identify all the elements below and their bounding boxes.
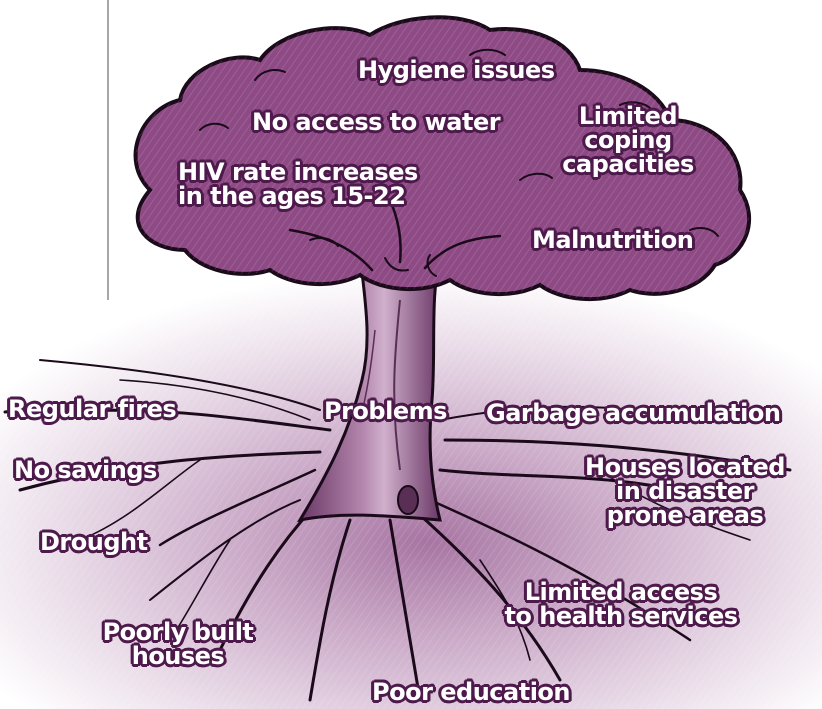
disaster-line-2: in disaster	[570, 479, 800, 503]
health-line-1: Limited access	[486, 580, 756, 604]
coping-line-3: capacities	[548, 152, 708, 176]
disaster-line-1: Houses located	[570, 455, 800, 479]
canopy-label-water: No access to water	[252, 110, 500, 134]
root-label-garbage: Garbage accumulation	[486, 401, 780, 425]
root-label-drought: Drought	[40, 530, 148, 554]
health-line-2: to health services	[486, 604, 756, 628]
root-label-education: Poor education	[372, 680, 570, 704]
canopy-label-hiv: HIV rate increases in the ages 15-22	[178, 160, 418, 208]
root-label-health: Limited access to health services	[486, 580, 756, 628]
coping-line-1: Limited	[548, 104, 708, 128]
disaster-line-3: prone areas	[570, 503, 800, 527]
canopy-label-malnutrition: Malnutrition	[532, 228, 693, 252]
root-label-fires: Regular fires	[8, 397, 176, 421]
poorly-line-2: houses	[88, 644, 268, 668]
root-label-disaster: Houses located in disaster prone areas	[570, 455, 800, 527]
canopy-label-hygiene: Hygiene issues	[358, 58, 555, 82]
trunk-label-problems: Problems	[324, 399, 447, 423]
hiv-line-1: HIV rate increases	[178, 160, 418, 184]
poorly-line-1: Poorly built	[88, 620, 268, 644]
root-label-savings: No savings	[14, 458, 157, 482]
hiv-line-2: in the ages 15-22	[178, 184, 418, 208]
root-label-poorly-built: Poorly built houses	[88, 620, 268, 668]
canopy-label-coping: Limited coping capacities	[548, 104, 708, 176]
coping-line-2: coping	[548, 128, 708, 152]
